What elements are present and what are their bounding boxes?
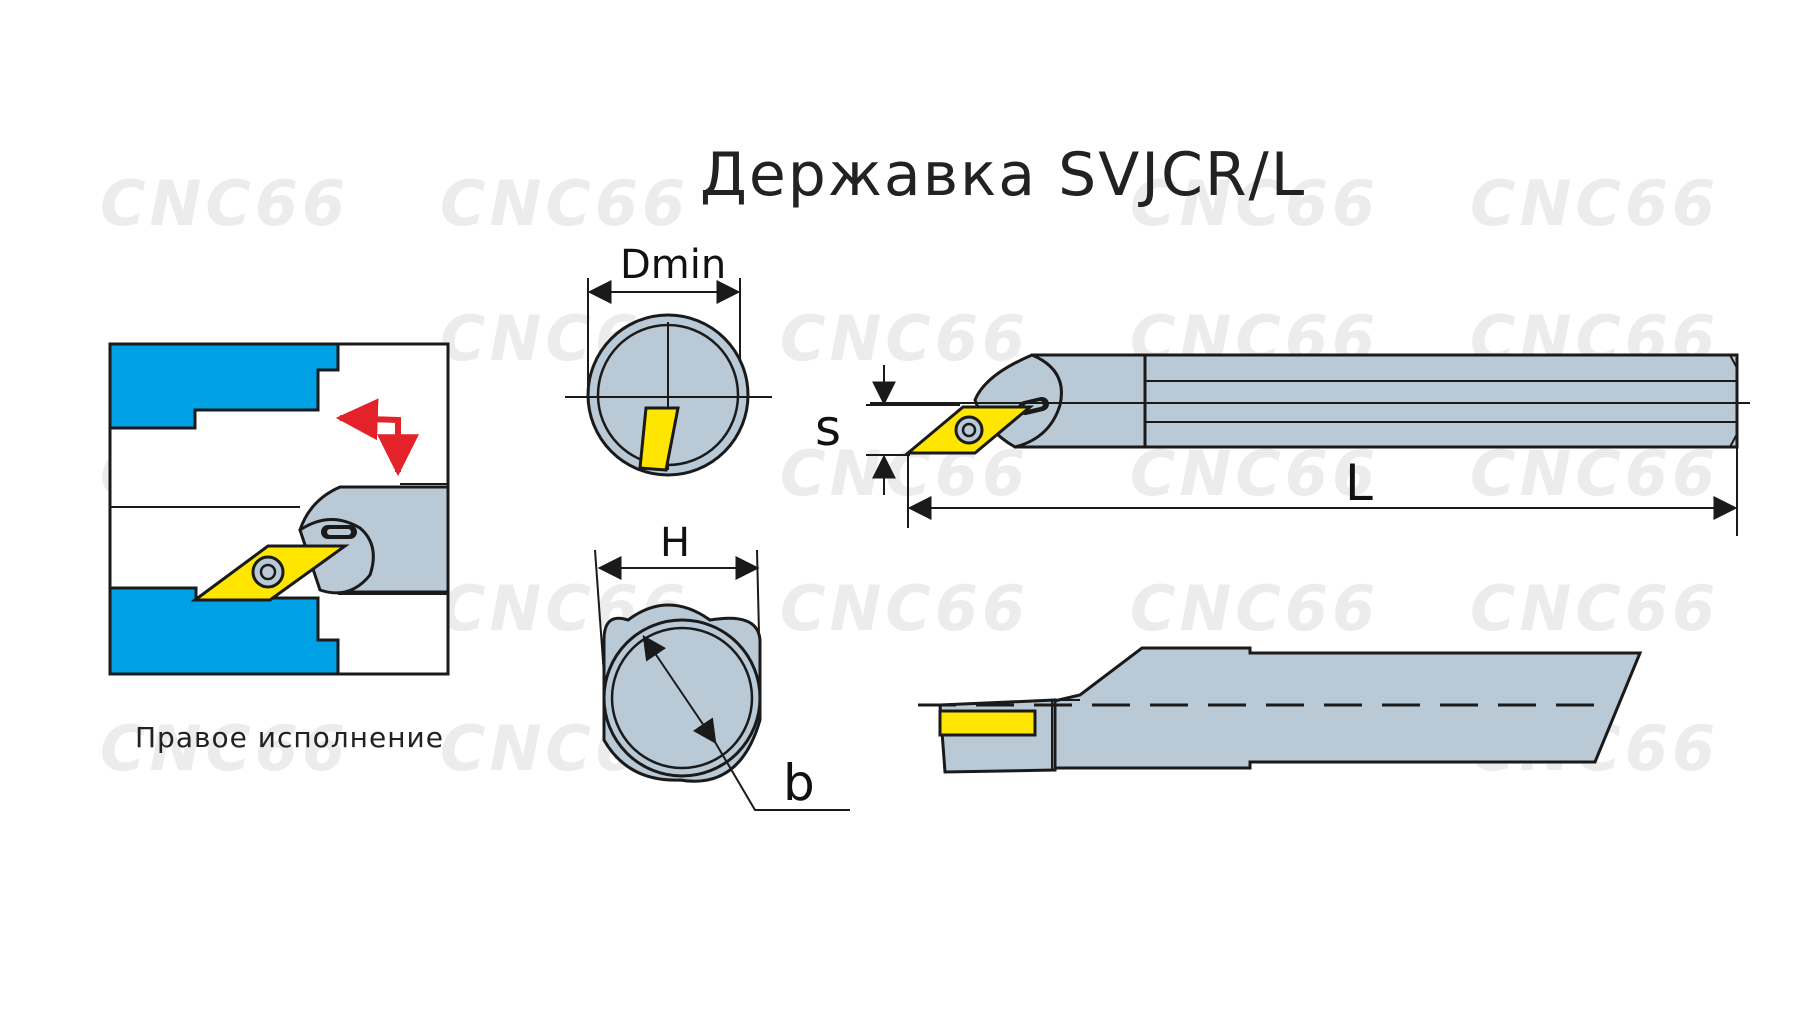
side-view <box>918 646 1643 774</box>
side-insert <box>938 709 1037 737</box>
dmin-insert <box>638 406 680 472</box>
watermark: CNC66 <box>440 167 689 240</box>
insert-screw-icon <box>251 555 285 589</box>
watermark: CNC66 <box>780 572 1029 645</box>
b-label: b <box>783 754 815 812</box>
watermark: CNC66 <box>100 712 349 785</box>
watermark: CNC66 <box>1470 572 1719 645</box>
b-dimension-line <box>642 635 717 744</box>
side-shank <box>1048 646 1643 770</box>
shank-end-chamfer <box>1729 354 1738 448</box>
shank-body <box>1143 353 1739 449</box>
hb-outer-circle <box>602 618 762 778</box>
watermark: CNC66 <box>100 167 349 240</box>
b-leader-line <box>714 741 850 811</box>
watermark: CNC66 <box>1130 167 1379 240</box>
h-label: H <box>660 520 690 566</box>
s-label: s <box>815 399 841 457</box>
right-hand-caption: Правое исполнение <box>135 721 444 754</box>
workpiece-section-view <box>108 342 450 676</box>
hb-inner-circle <box>610 626 754 770</box>
holder-neck <box>298 518 375 595</box>
watermark: CNC66 <box>1470 167 1719 240</box>
watermark: CNC66 <box>780 302 1029 375</box>
hb-end-view: H b <box>594 520 850 812</box>
workpiece-lower-material <box>108 586 340 676</box>
dmin-end-view: Dmin <box>565 242 772 477</box>
diagram-title: Державка SVJCR/L <box>700 140 1306 210</box>
workpiece-upper-material <box>108 342 340 430</box>
dmin-label: Dmin <box>620 242 726 288</box>
insert-screw-plan-icon <box>954 415 984 445</box>
plan-view: s L <box>815 353 1750 536</box>
watermark: CNC66 <box>1130 572 1379 645</box>
l-label: L <box>1345 454 1373 512</box>
